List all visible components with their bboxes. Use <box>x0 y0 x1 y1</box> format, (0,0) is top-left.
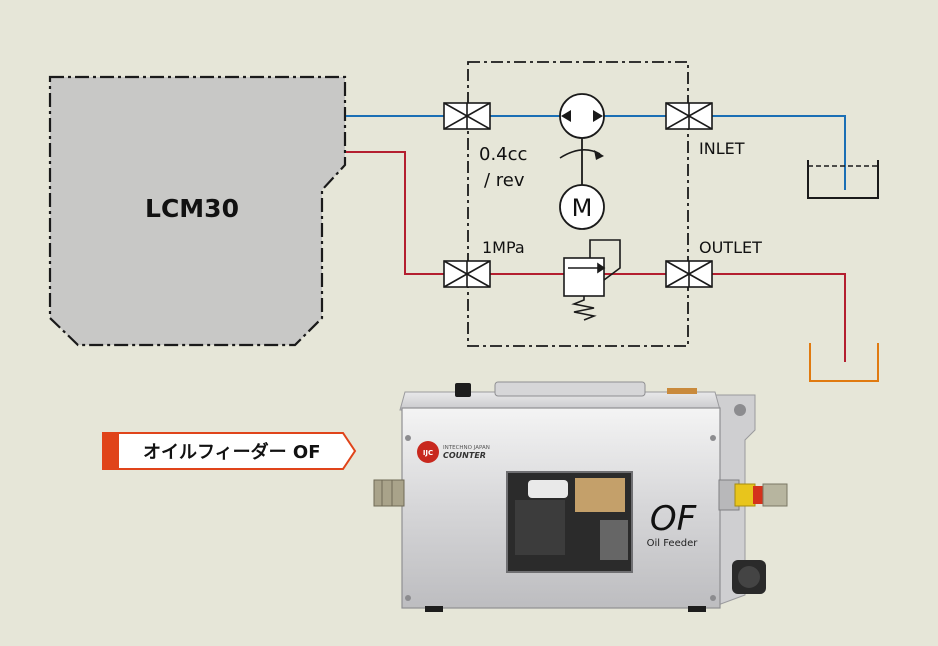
panel-product-name: Oil Feeder <box>647 538 699 549</box>
inlet-tank <box>807 160 879 199</box>
brand-mark: IJC <box>423 449 433 457</box>
rotation-arrowhead <box>594 150 604 160</box>
brand-top-text: INTECHNO JAPAN <box>443 445 490 451</box>
machine-label: LCM30 <box>145 194 239 223</box>
rotation-arrow <box>559 149 601 159</box>
outlet-label: OUTLET <box>699 238 762 257</box>
flow-rate-line2: / rev <box>484 170 525 191</box>
outlet-tank <box>809 343 879 382</box>
connector-right-bottom <box>665 260 713 288</box>
brand-name: COUNTER <box>443 451 486 460</box>
inlet-label: INLET <box>699 139 745 158</box>
panel-mark: OF <box>650 499 697 539</box>
feeder-unit-boundary <box>467 61 689 347</box>
motor-letter: M <box>572 194 593 222</box>
connector-left-top <box>443 102 491 130</box>
product-title: オイルフィーダー OF <box>143 441 321 463</box>
flow-rate-line1: 0.4cc <box>479 144 527 165</box>
relief-pressure-label: 1MPa <box>482 238 525 257</box>
connector-left-bottom <box>443 260 491 288</box>
motor-symbol <box>559 184 605 230</box>
product-title-banner <box>102 432 357 470</box>
outlet-line <box>346 151 846 362</box>
oil-feeder-product-image <box>373 381 788 612</box>
pump-symbol <box>559 93 605 139</box>
relief-valve-symbol <box>563 239 621 321</box>
lcm30-machine-block <box>48 75 347 347</box>
connector-right-top <box>665 102 713 130</box>
